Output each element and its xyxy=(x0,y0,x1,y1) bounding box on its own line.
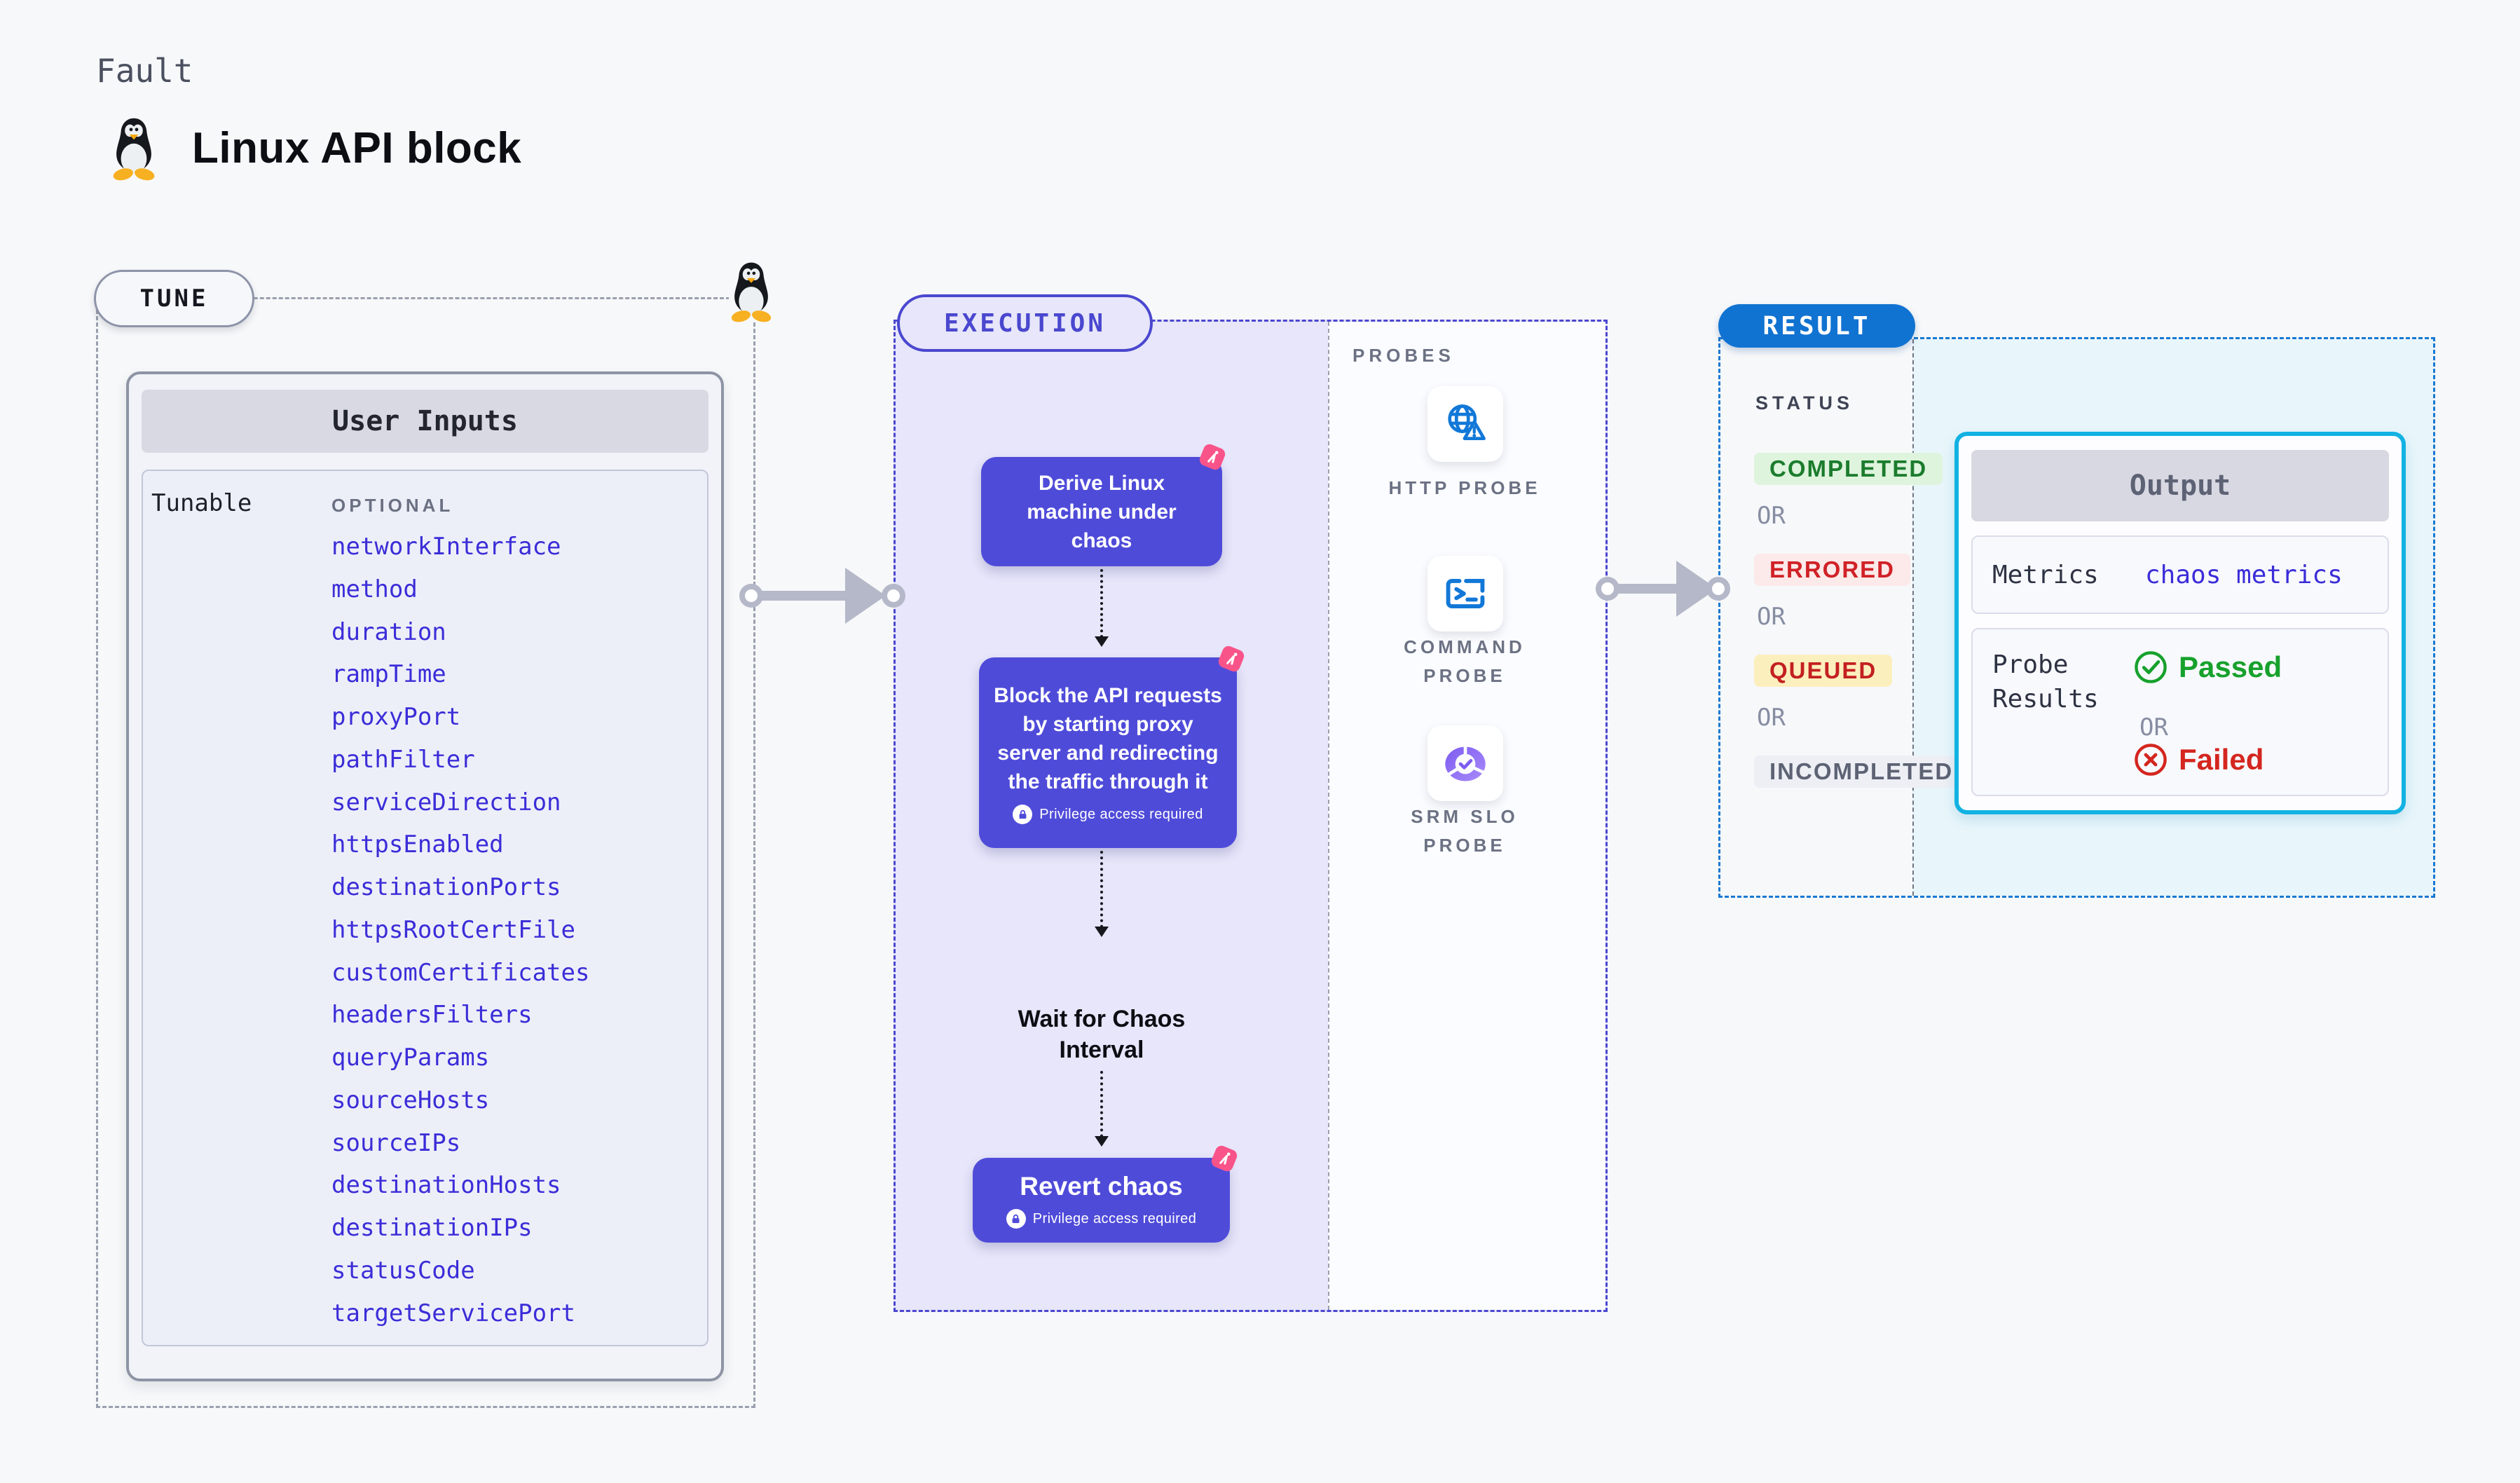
privilege-chip: Privilege access required xyxy=(1006,1209,1196,1229)
tux-icon xyxy=(723,259,779,324)
result-section-outline xyxy=(1718,337,2435,898)
param-item: destinationIPs xyxy=(331,1214,533,1243)
param-item: rampTime xyxy=(331,660,446,689)
step-label: Block the API requests by starting proxy… xyxy=(994,684,1222,793)
param-item: customCertificates xyxy=(331,958,590,987)
step-wait-interval: Wait for Chaos Interval xyxy=(1018,1006,1186,1063)
status-badge-errored: ERRORED xyxy=(1754,554,1911,586)
metrics-label: Metrics xyxy=(1992,561,2099,589)
param-item: destinationHosts xyxy=(331,1171,561,1200)
lock-icon xyxy=(1006,1209,1026,1229)
http-probe-label: HTTP PROBE xyxy=(1388,477,1541,498)
passed-verdict: Passed xyxy=(2132,649,2282,685)
fault-eyebrow: Fault xyxy=(96,52,193,90)
tunable-label: Tunable xyxy=(151,489,252,517)
step-derive-machine: Derive Linux machine under chaos xyxy=(981,457,1222,566)
flow-connector xyxy=(1095,851,1109,937)
command-probe-card xyxy=(1427,556,1503,631)
step-label: Revert chaos xyxy=(1020,1172,1183,1201)
or-separator: OR xyxy=(1757,704,1786,732)
arrow-endpoint xyxy=(1596,577,1619,601)
check-circle-icon xyxy=(2132,649,2169,685)
chaos-icon xyxy=(1214,642,1248,676)
arrow-endpoint xyxy=(1706,577,1730,601)
param-item: targetServicePort xyxy=(331,1299,575,1327)
user-inputs-title: User Inputs xyxy=(142,390,708,453)
optional-tag: OPTIONAL xyxy=(331,495,454,516)
chaos-icon xyxy=(1207,1142,1241,1175)
privilege-label: Privilege access required xyxy=(1032,1210,1197,1226)
param-item: method xyxy=(331,575,418,603)
metrics-row: Metrics chaos metrics xyxy=(1971,535,2389,614)
status-section-label: STATUS xyxy=(1755,392,1854,414)
arrow-head xyxy=(845,568,886,624)
chaos-icon xyxy=(1196,440,1229,474)
command-probe-label: COMMAND PROBE xyxy=(1404,636,1526,686)
privilege-label: Privilege access required xyxy=(1039,806,1203,822)
status-badge-incompleted: INCOMPLETED xyxy=(1754,756,1969,788)
flow-connector xyxy=(1095,1071,1109,1147)
user-inputs-table: Tunable OPTIONAL networkInterface method… xyxy=(142,470,708,1346)
param-item: sourceIPs xyxy=(331,1128,461,1157)
step-block-api: Block the API requests by starting proxy… xyxy=(979,657,1237,848)
probe-results-row: Probe Results Passed OR Failed xyxy=(1971,628,2389,796)
step-label: Derive Linux machine under chaos xyxy=(1027,471,1177,552)
param-item: sourceHosts xyxy=(331,1086,490,1114)
status-badge-queued: QUEUED xyxy=(1754,655,1893,687)
probe-results-label: Probe Results xyxy=(1992,650,2099,713)
param-item: serviceDirection xyxy=(331,788,561,816)
globe-warning-icon xyxy=(1442,400,1489,448)
arrow-shaft xyxy=(757,591,849,601)
tune-section-outline xyxy=(96,297,755,1408)
metrics-value: chaos metrics xyxy=(2145,561,2343,589)
passed-label: Passed xyxy=(2179,650,2282,683)
or-separator: OR xyxy=(1757,603,1786,631)
flow-connector xyxy=(1095,569,1109,647)
result-pill: RESULT xyxy=(1718,304,1915,348)
arrow-endpoint xyxy=(739,584,763,608)
param-item: queryParams xyxy=(331,1044,490,1072)
param-item: statusCode xyxy=(331,1257,475,1285)
tux-icon xyxy=(105,115,163,182)
param-list: networkInterface method duration rampTim… xyxy=(331,533,696,1327)
page-title: Linux API block xyxy=(192,124,522,172)
donut-check-icon xyxy=(1442,739,1489,787)
output-card: Output Metrics chaos metrics Probe Resul… xyxy=(1954,432,2406,814)
status-badge-completed: COMPLETED xyxy=(1754,453,1943,485)
or-separator: OR xyxy=(1757,502,1786,530)
x-circle-icon xyxy=(2132,742,2169,778)
srm-slo-probe-label: SRM SLO PROBE xyxy=(1411,806,1519,856)
http-probe-card xyxy=(1427,386,1503,462)
failed-verdict: Failed xyxy=(2132,742,2264,778)
param-item: networkInterface xyxy=(331,533,561,561)
tune-pill: TUNE xyxy=(94,270,254,327)
execution-pill: EXECUTION xyxy=(897,294,1153,352)
arrow-endpoint xyxy=(882,584,905,608)
param-item: proxyPort xyxy=(331,703,461,732)
output-card-title: Output xyxy=(1971,450,2389,521)
user-inputs-card: User Inputs Tunable OPTIONAL networkInte… xyxy=(126,371,724,1381)
arrow-shaft xyxy=(1613,584,1680,594)
param-item: httpsEnabled xyxy=(331,831,504,859)
step-revert-chaos: Revert chaos Privilege access required xyxy=(973,1158,1230,1243)
param-item: pathFilter xyxy=(331,745,475,774)
failed-label: Failed xyxy=(2179,743,2264,776)
terminal-icon xyxy=(1442,570,1489,617)
param-item: headersFilters xyxy=(331,1001,533,1030)
param-item: duration xyxy=(331,617,446,646)
probes-section-label: PROBES xyxy=(1353,345,1455,366)
or-separator: OR xyxy=(2139,713,2168,742)
lock-icon xyxy=(1013,805,1033,824)
param-item: destinationPorts xyxy=(331,873,561,902)
srm-slo-probe-card xyxy=(1427,725,1503,801)
clock-icon xyxy=(1076,948,1125,997)
param-item: httpsRootCertFile xyxy=(331,915,575,944)
privilege-chip: Privilege access required xyxy=(1013,805,1203,824)
probes-panel xyxy=(1328,322,1605,1310)
